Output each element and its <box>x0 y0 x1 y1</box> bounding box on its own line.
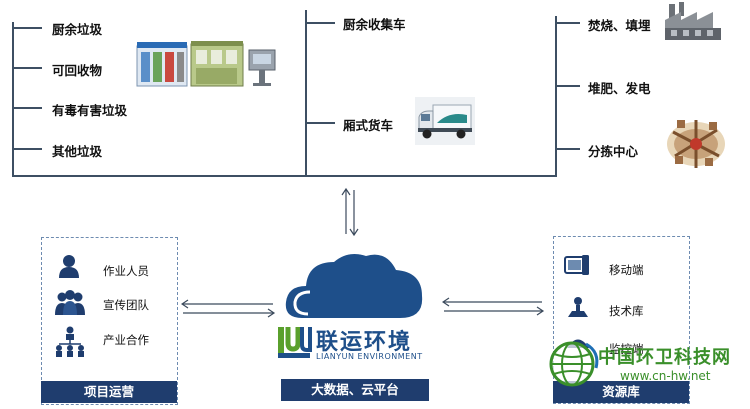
resources-label-mobile: 移动端 <box>609 263 644 277</box>
operations-label-staff: 作业人员 <box>103 264 149 278</box>
resources-icon-mobile <box>564 254 590 276</box>
right-arrows-icon <box>441 296 545 318</box>
collection-label-recyclables: 可回收物 <box>52 63 103 78</box>
resources-label-monitoring: 监控端 <box>609 342 644 356</box>
sorting-station-image <box>135 38 280 88</box>
factory-icon <box>663 2 725 42</box>
resources-footer: 资源库 <box>553 381 689 403</box>
collection-branch-1 <box>12 27 42 29</box>
disposal-label-sorting-center: 分拣中心 <box>588 144 639 159</box>
operations-label-publicity-team: 宣传团队 <box>103 298 149 312</box>
collection-label-kitchen-waste: 厨余垃圾 <box>52 22 103 37</box>
resources-box <box>553 236 690 404</box>
vertical-arrow-icon <box>339 186 361 238</box>
watermark-globe-icon <box>546 338 602 390</box>
disposal-branch-2 <box>555 85 580 87</box>
disposal-label-composting-power: 堆肥、发电 <box>588 81 651 96</box>
transport-branch-1 <box>305 22 335 24</box>
disposal-branch-3 <box>555 148 580 150</box>
sorting-center-image <box>665 112 727 170</box>
operations-footer: 项目运营 <box>41 381 177 403</box>
transport-label-kitchen-truck: 厨余收集车 <box>343 17 406 32</box>
watermark-url: www.cn-hw.net <box>620 369 711 383</box>
transport-label-box-truck: 厢式货车 <box>343 118 394 133</box>
collection-label-hazardous-waste: 有毒有害垃圾 <box>52 103 128 118</box>
operations-icon-partnership <box>53 326 87 358</box>
brand-name-cn: 联运环境 <box>316 330 413 355</box>
transport-branch-2 <box>305 122 335 124</box>
watermark-site-name: 中国环卫科技网 <box>598 347 731 368</box>
brand-name-en: LIANYUN ENVIRONMENT <box>316 352 423 361</box>
transport-vertical-line <box>305 10 307 176</box>
resources-icon-tech <box>567 296 589 318</box>
box-truck-image <box>415 97 475 145</box>
collection-branch-4 <box>12 148 42 150</box>
logo-mark <box>276 323 312 361</box>
operations-icon-team <box>53 289 87 315</box>
operations-box <box>41 237 178 405</box>
cloud-icon <box>282 248 428 326</box>
operations-icon-staff <box>58 254 80 278</box>
resources-label-tech-library: 技术库 <box>609 304 644 318</box>
left-arrows-icon <box>180 298 276 320</box>
disposal-label-incineration-landfill: 焚烧、填埋 <box>588 18 651 33</box>
operations-label-industry-cooperation: 产业合作 <box>103 333 149 347</box>
collection-branch-2 <box>12 67 42 69</box>
top-baseline <box>12 175 557 177</box>
collection-label-other-waste: 其他垃圾 <box>52 144 103 159</box>
platform-footer: 大数据、云平台 <box>281 379 429 401</box>
disposal-branch-1 <box>555 22 580 24</box>
disposal-vertical-line <box>555 16 557 176</box>
collection-vertical-line <box>12 22 14 176</box>
collection-branch-3 <box>12 107 42 109</box>
